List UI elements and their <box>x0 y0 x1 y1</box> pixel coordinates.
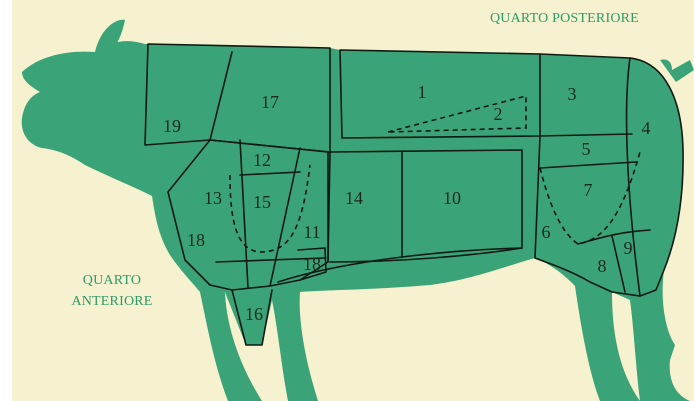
cut-number-3: 3 <box>568 84 577 104</box>
cut-number-7: 7 <box>584 180 593 200</box>
fore-quarter-label-line1: QUARTO <box>83 273 141 288</box>
cut-number-14: 14 <box>345 188 363 208</box>
fore-quarter-label-line2: ANTERIORE <box>71 294 152 309</box>
cut-number-9: 9 <box>624 238 633 258</box>
cut-number-8: 8 <box>598 256 607 276</box>
cut-number-18-left: 18 <box>187 230 205 250</box>
cut-number-10: 10 <box>443 188 461 208</box>
cut-number-12: 12 <box>253 150 271 170</box>
cut-number-15: 15 <box>253 192 271 212</box>
cut-number-5: 5 <box>582 139 591 159</box>
cut-number-6: 6 <box>542 222 551 242</box>
cut-number-11: 11 <box>303 222 320 242</box>
cut-number-16: 16 <box>245 304 263 324</box>
cut-number-17: 17 <box>261 92 279 112</box>
hind-quarter-label: QUARTO POSTERIORE <box>490 11 639 26</box>
cut-number-1: 1 <box>418 82 427 102</box>
cut-number-19: 19 <box>163 116 181 136</box>
cut-number-4: 4 <box>642 118 651 138</box>
cut-number-2: 2 <box>494 104 503 124</box>
cut-number-13: 13 <box>204 188 222 208</box>
cut-number-18-small: 18 <box>303 254 321 274</box>
